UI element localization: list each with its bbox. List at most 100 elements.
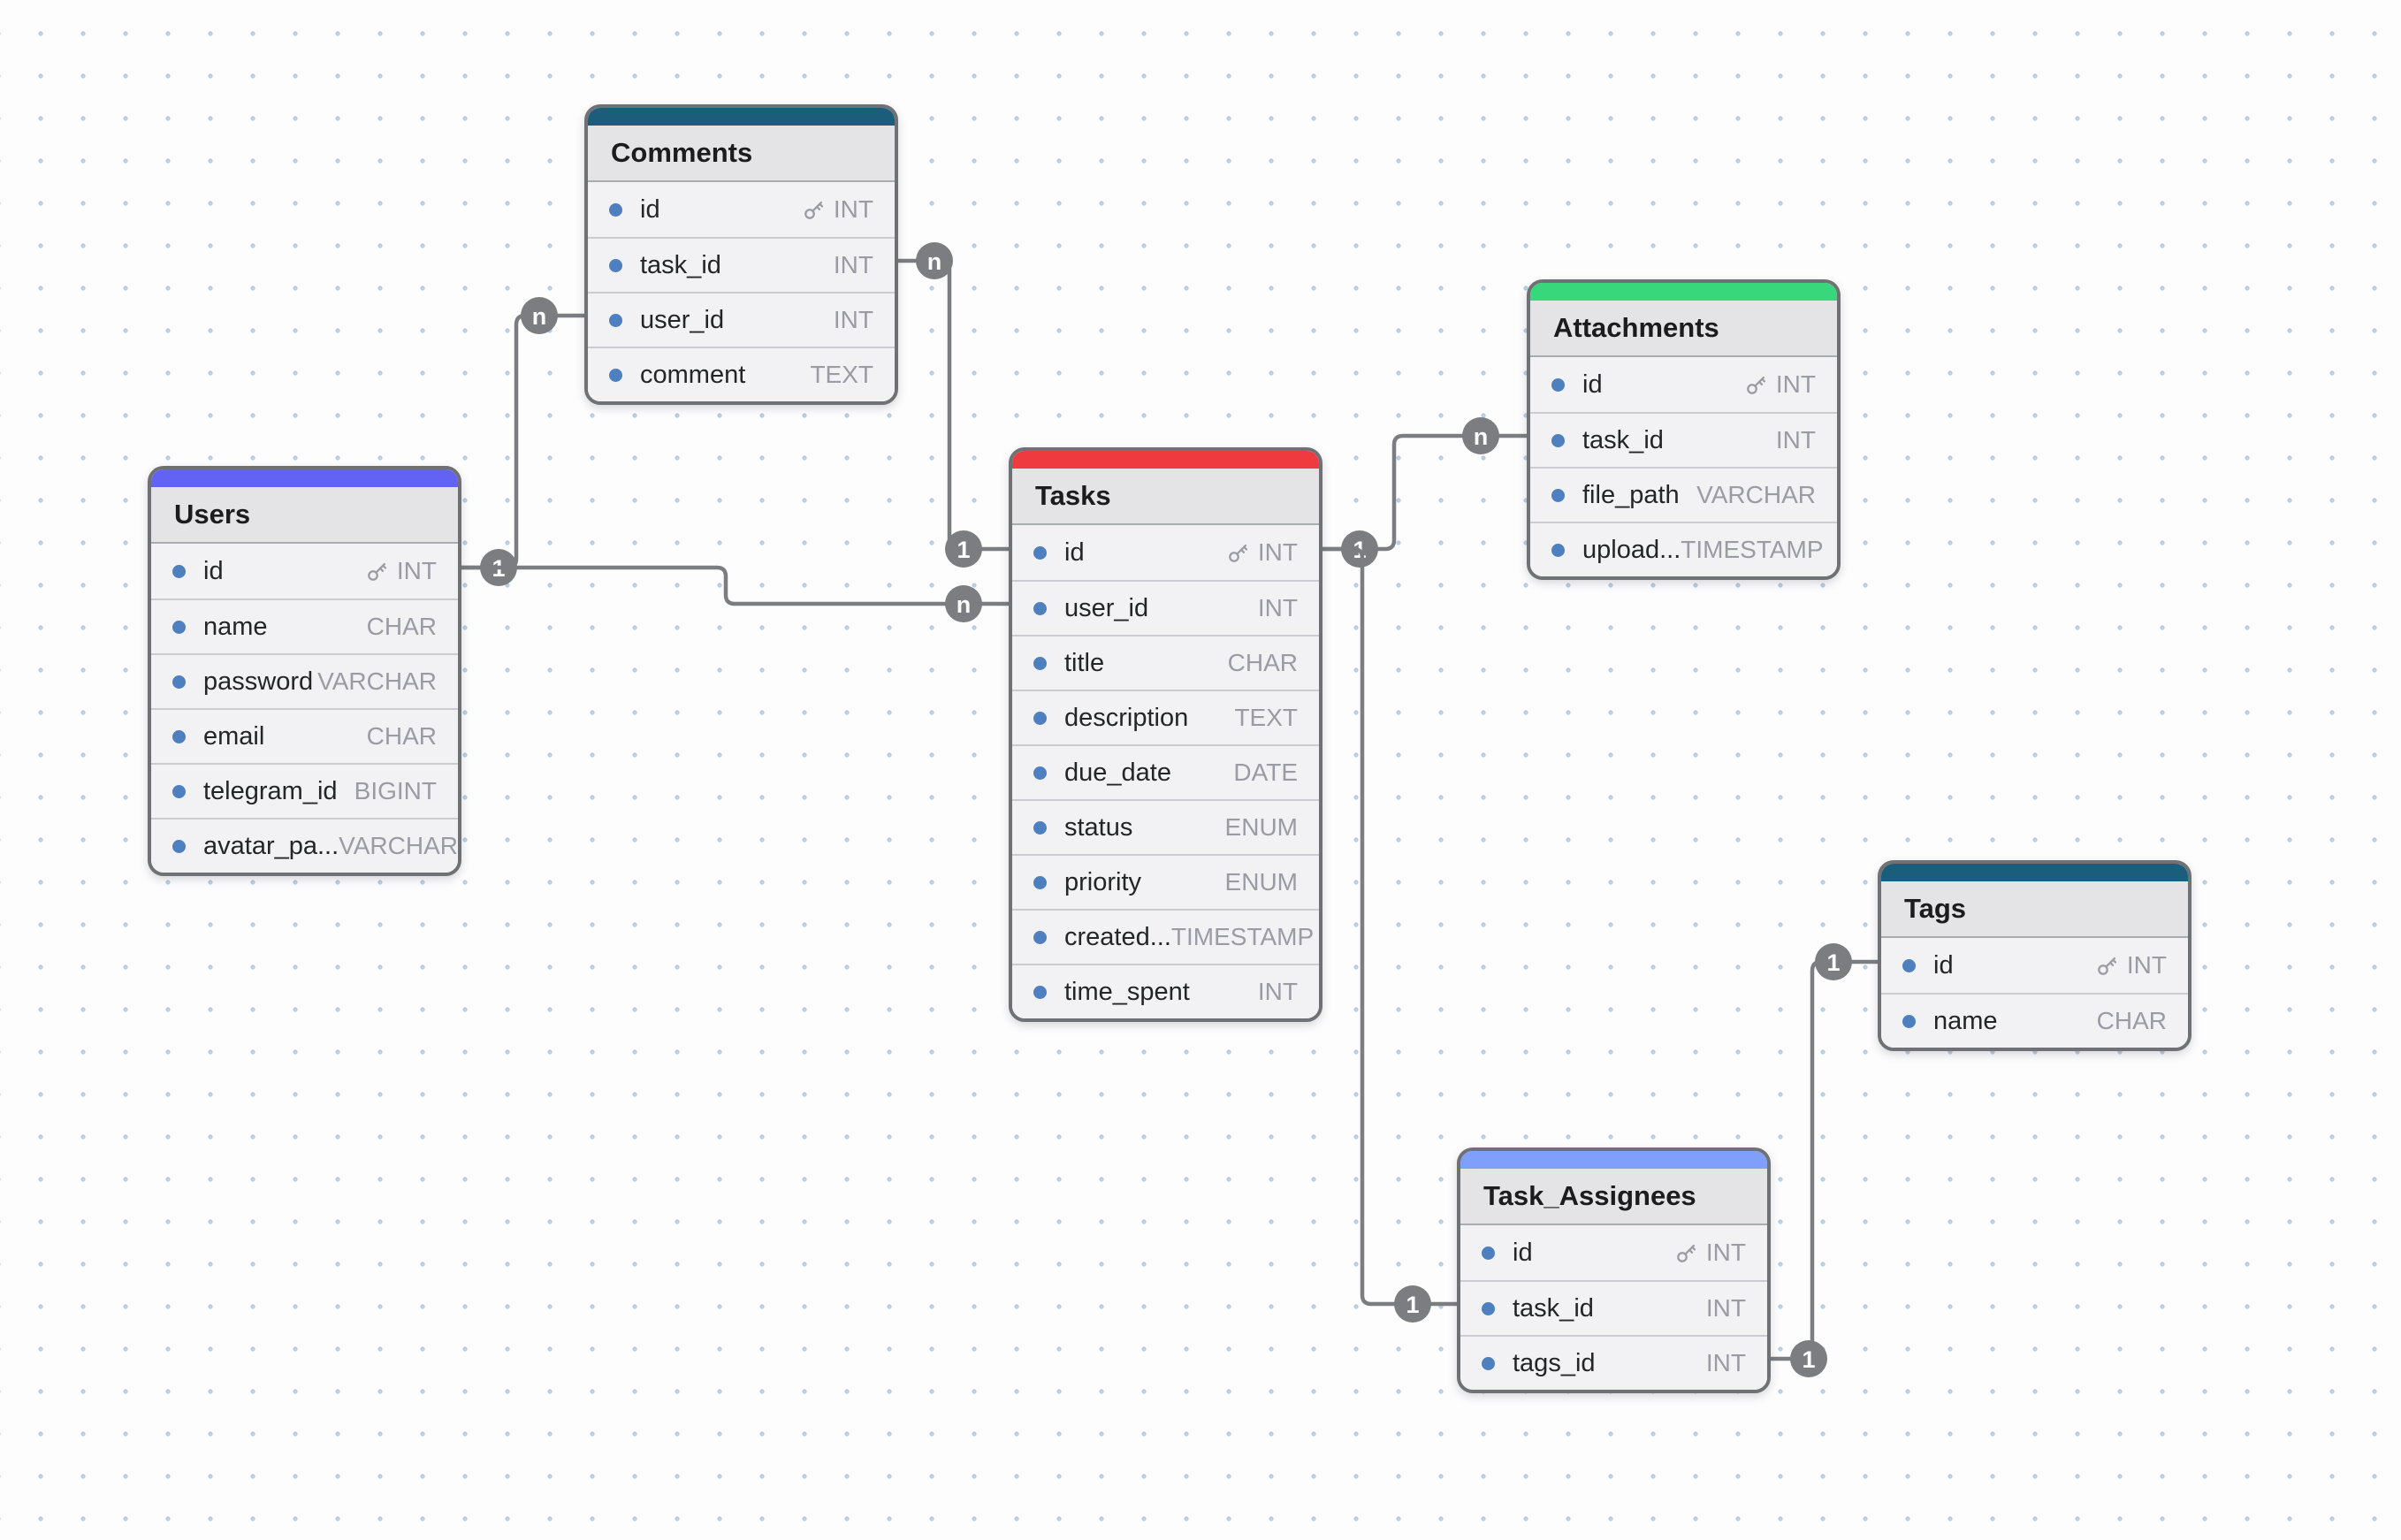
cardinality-badge: n	[945, 585, 982, 622]
table-header-color-bar	[151, 469, 458, 487]
cardinality-badge: 1	[945, 530, 982, 568]
field-row-created...[interactable]: created...TIMESTAMP	[1012, 909, 1319, 964]
field-row-comment[interactable]: comment TEXT	[588, 347, 895, 401]
field-row-file_path[interactable]: file_path VARCHAR	[1530, 467, 1837, 522]
table-title: Tags	[1904, 893, 1967, 924]
field-name: id	[1064, 537, 1085, 567]
field-dot-icon	[1033, 656, 1047, 670]
field-name: user_id	[1064, 593, 1149, 622]
field-type-group: INT	[834, 251, 873, 279]
field-type: TIMESTAMP	[1170, 923, 1315, 950]
table-title-row[interactable]: Users	[151, 487, 458, 544]
field-type: DATE	[1233, 759, 1298, 786]
field-dot-icon	[1033, 985, 1047, 999]
field-row-priority[interactable]: priority ENUM	[1012, 854, 1319, 909]
field-type-group: INT	[834, 306, 873, 334]
field-name: id	[1933, 950, 1954, 980]
table-title-row[interactable]: Tags	[1881, 881, 2188, 938]
relationship-line-taskassignees_tags[interactable]	[1765, 959, 1878, 1361]
field-type-group: INT	[1674, 1239, 1746, 1267]
cardinality-badge-label: n	[532, 303, 547, 330]
relationship-line-tasks_attachments[interactable]	[1316, 433, 1527, 552]
table-title-row[interactable]: Comments	[588, 126, 895, 182]
relationship-line-users_tasks[interactable]	[453, 565, 1009, 606]
table-title: Attachments	[1553, 312, 1719, 343]
table-title: Comments	[611, 137, 753, 168]
field-type: CHAR	[2096, 1007, 2167, 1034]
field-type-group: INT	[1706, 1349, 1746, 1377]
field-dot-icon	[172, 620, 186, 634]
field-name: priority	[1064, 867, 1142, 896]
field-dot-icon	[1551, 433, 1565, 447]
field-type: INT	[1705, 1239, 1746, 1266]
field-type: INT	[833, 195, 873, 223]
field-dot-icon	[1033, 766, 1047, 780]
relationship-line-users_comments[interactable]	[453, 313, 584, 570]
field-type: INT	[396, 557, 437, 584]
field-row-avatar_pa...[interactable]: avatar_pa...VARCHAR	[151, 818, 458, 873]
field-row-task_id[interactable]: task_id INT	[1460, 1280, 1767, 1335]
field-name: task_id	[1513, 1293, 1594, 1323]
table-title-row[interactable]: Attachments	[1530, 301, 1837, 357]
field-type: INT	[1705, 1294, 1746, 1322]
key-icon	[2095, 954, 2119, 978]
field-dot-icon	[609, 368, 622, 382]
field-row-upload...[interactable]: upload...TIMESTAMP	[1530, 522, 1837, 576]
field-type: INT	[2126, 951, 2167, 979]
field-name: user_id	[640, 305, 725, 334]
field-type: INT	[1257, 978, 1298, 1005]
field-type: INT	[1775, 370, 1816, 398]
field-type: VARCHAR	[1696, 481, 1816, 508]
table-header-color-bar	[588, 108, 895, 126]
field-row-id[interactable]: id INT	[1881, 938, 2188, 993]
field-type-group: CHAR	[1228, 649, 1298, 677]
relationship-line-comments_tasks[interactable]	[890, 258, 1009, 552]
relationship-line-tasks_taskassignees[interactable]	[1316, 546, 1457, 1307]
cardinality-badge: 1	[1790, 1340, 1827, 1377]
field-type: ENUM	[1224, 813, 1298, 841]
field-name: file_path	[1582, 480, 1680, 509]
field-type-group: ENUM	[1225, 868, 1298, 896]
field-type-group: TEXT	[810, 361, 873, 389]
key-icon	[1226, 541, 1250, 565]
table-title-row[interactable]: Task_Assignees	[1460, 1169, 1767, 1225]
field-name: comment	[640, 360, 746, 389]
field-type: VARCHAR	[339, 832, 458, 859]
field-dot-icon	[1482, 1246, 1495, 1260]
field-dot-icon	[1902, 958, 1916, 972]
field-row-user_id[interactable]: user_id INT	[588, 292, 895, 347]
field-name: telegram_id	[203, 776, 338, 805]
table-title-row[interactable]: Tasks	[1012, 469, 1319, 525]
cardinality-badge: n	[1462, 417, 1499, 454]
cardinality-badge-circle	[521, 297, 558, 334]
table-title: Task_Assignees	[1483, 1180, 1696, 1211]
cardinality-badge-label: 1	[957, 537, 970, 563]
